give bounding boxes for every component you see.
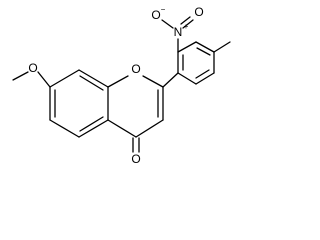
- bond-methyl-methoxy: [12, 71, 29, 81]
- atom-methoxy-oxygen: O: [28, 61, 37, 75]
- bond-pyran-2: [142, 75, 164, 88]
- bond-nitro-o-right-2: [180, 16, 191, 25]
- nitro-oxygen-charge: −: [161, 5, 166, 14]
- bond-methoxy-ring: [37, 71, 51, 88]
- bond-benzo-3-inner: [79, 116, 104, 132]
- bond-nitro-o-right: [182, 19, 194, 29]
- atom-carbonyl-oxygen: O: [131, 152, 140, 166]
- bond-methyl-aryl: [213, 41, 231, 53]
- bond-pyran-1: [107, 75, 129, 88]
- bond-benzo-2: [49, 119, 80, 138]
- bond-phenyl-6: [177, 72, 197, 85]
- bond-pyran-4: [135, 119, 164, 138]
- bond-phenyl-3-inner: [196, 47, 211, 56]
- bond-pyran-5: [107, 119, 137, 138]
- bond-phenyl-5-inner: [195, 69, 210, 79]
- bond-benzo-3: [78, 119, 109, 138]
- bond-benzo-6: [49, 69, 80, 88]
- atom-nitro-oxygen-right: O: [194, 5, 203, 19]
- bond-phenyl-3: [195, 41, 215, 53]
- atom-nitro-oxygen-left: O: [151, 8, 160, 22]
- bond-link-phenyl: [162, 72, 179, 88]
- atom-ring-oxygen: O: [131, 62, 140, 76]
- bond-benzo-5: [78, 69, 109, 88]
- bond-benzo-5-inner: [79, 75, 104, 91]
- chemical-structure: O O N + O − O O: [12, 5, 231, 166]
- bond-phenyl-2: [177, 41, 197, 53]
- nitro-nitrogen-charge: +: [184, 22, 189, 31]
- atom-nitro-nitrogen: N: [174, 25, 183, 39]
- bond-nitro-o-left: [161, 19, 174, 29]
- bond-phenyl-5: [195, 72, 215, 85]
